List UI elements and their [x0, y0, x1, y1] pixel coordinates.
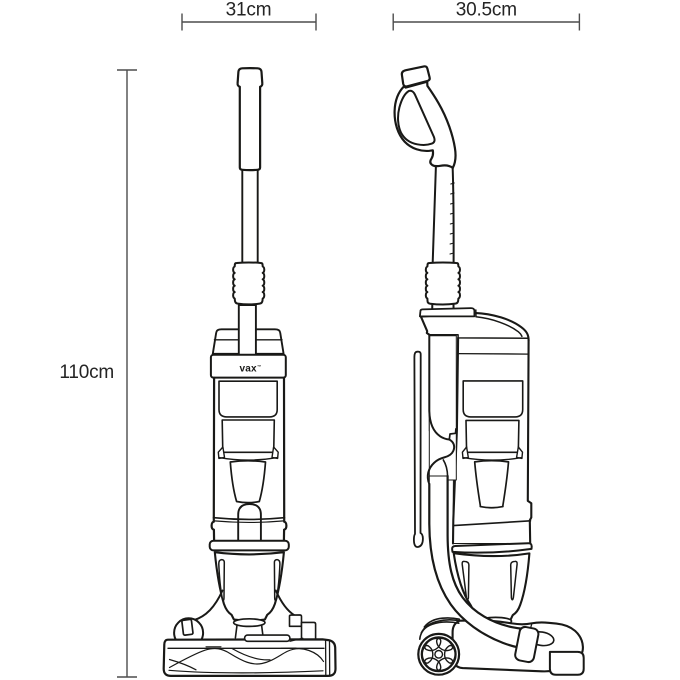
- front-ball-tab: [181, 618, 194, 637]
- front-bell: [213, 551, 285, 622]
- wheel-spoke-6: [424, 637, 442, 652]
- front-brushroll-swirls: [168, 646, 325, 674]
- brushroll-dashes: [205, 646, 297, 649]
- side-view-drawing: [393, 65, 585, 676]
- side-back-strip: [413, 350, 424, 548]
- front-container-foot-right: [271, 446, 279, 460]
- side-elbow-bulge: [426, 438, 456, 485]
- side-lid-dome-curve: [475, 309, 523, 338]
- front-body-pinch: [210, 516, 288, 542]
- brushroll-diagonal-mid: [231, 647, 271, 661]
- vax-trademark: ™: [257, 364, 261, 369]
- width-dimension-line: [181, 13, 317, 31]
- side-hose-outer-edge: [428, 482, 520, 649]
- wheel-spokes: [421, 637, 456, 672]
- side-pole-ridge-marks: [449, 182, 455, 255]
- side-container-foot-left: [461, 446, 469, 460]
- side-bell-slot-right: [509, 560, 518, 601]
- depth-dimension-label: 30.5cm: [456, 0, 517, 21]
- front-base-endcap: [324, 640, 331, 677]
- front-swivel-neck: [232, 617, 266, 628]
- height-dimension: 110cm: [59, 69, 137, 678]
- brushroll-bottom-sweep: [168, 669, 324, 674]
- front-container-bottom-arc: [218, 456, 279, 461]
- front-funnel-cone: [229, 459, 267, 504]
- side-duct-left-edge: [428, 333, 451, 441]
- side-handle-opening: [397, 89, 436, 146]
- depth-dimension: 30.5cm: [392, 0, 581, 31]
- side-hose-inner-edge: [446, 474, 525, 630]
- front-bracket-upper: [288, 614, 303, 628]
- width-dimension: 31cm: [181, 0, 317, 31]
- front-ring-seam-lower: [213, 520, 285, 524]
- front-pole: [241, 167, 259, 264]
- bumper-arc-middle: [420, 619, 461, 634]
- front-base-slot-whisker: [289, 637, 304, 642]
- height-dimension-line: [117, 69, 137, 678]
- side-duct-fill: [428, 335, 457, 481]
- front-inner-container: [221, 419, 276, 454]
- wheel-tyre: [417, 632, 461, 676]
- side-collar: [451, 542, 533, 554]
- side-tank-right-edge: [526, 339, 533, 545]
- side-container-foot-right: [515, 446, 524, 460]
- side-head-nose: [548, 650, 585, 676]
- side-lid-bottom-jog: [428, 333, 530, 339]
- wheel-spoke-5: [421, 644, 434, 664]
- side-band-seam: [457, 352, 530, 355]
- wheel-spoke-2: [443, 644, 456, 664]
- wheel-rim: [420, 636, 457, 673]
- wheel-hub: [434, 649, 444, 659]
- front-right-arm: [274, 589, 296, 617]
- vax-logo: vax™: [240, 364, 262, 375]
- side-inner-container: [465, 419, 520, 454]
- side-hose-bellows: [424, 261, 461, 306]
- side-bumper-arcs: [419, 617, 461, 640]
- side-lid-outline: [419, 311, 530, 342]
- brushroll-diagonal-left: [168, 658, 197, 671]
- depth-dimension-line: [392, 13, 581, 31]
- front-bracket-lower: [300, 621, 317, 641]
- side-handle-cap: [400, 65, 431, 88]
- side-elbow-notch: [448, 427, 457, 441]
- front-left-arm: [192, 589, 224, 622]
- side-elbow-inner-curve: [442, 459, 449, 478]
- side-lid-bar: [419, 307, 476, 318]
- side-ring-seam: [452, 520, 532, 527]
- front-dirt-cup: [218, 380, 278, 418]
- front-body-sides: [212, 376, 286, 519]
- front-neck-tube: [237, 304, 257, 357]
- side-lid-front-lip: [419, 315, 431, 336]
- wheel-spoke-3: [435, 657, 454, 672]
- height-dimension-label: 110cm: [59, 362, 114, 383]
- front-base-slot: [243, 634, 291, 643]
- front-logo-band: [209, 353, 287, 379]
- side-rear-wheel: [417, 632, 461, 676]
- wheel-spoke-1: [435, 637, 454, 652]
- side-funnel-cone: [473, 459, 510, 509]
- side-dirt-cup: [462, 380, 524, 418]
- width-dimension-label: 31cm: [226, 0, 272, 21]
- side-bell-slot-left: [461, 560, 470, 601]
- brushroll-wave-curve: [168, 647, 325, 669]
- front-view-drawing: vax™: [162, 67, 337, 677]
- front-collar: [208, 539, 290, 552]
- vax-logo-text: vax: [240, 364, 258, 375]
- side-pole-ridges: [449, 182, 455, 255]
- front-hose-bellows: [232, 261, 266, 306]
- side-hose-cuff: [514, 625, 540, 664]
- front-dome-pillar: [237, 503, 262, 549]
- front-container-foot-left: [217, 446, 226, 460]
- wheel-spoke-4: [424, 657, 442, 672]
- front-ring-seam: [213, 516, 285, 521]
- front-handle-grip: [236, 67, 264, 172]
- bumper-arc-inner: [423, 617, 461, 628]
